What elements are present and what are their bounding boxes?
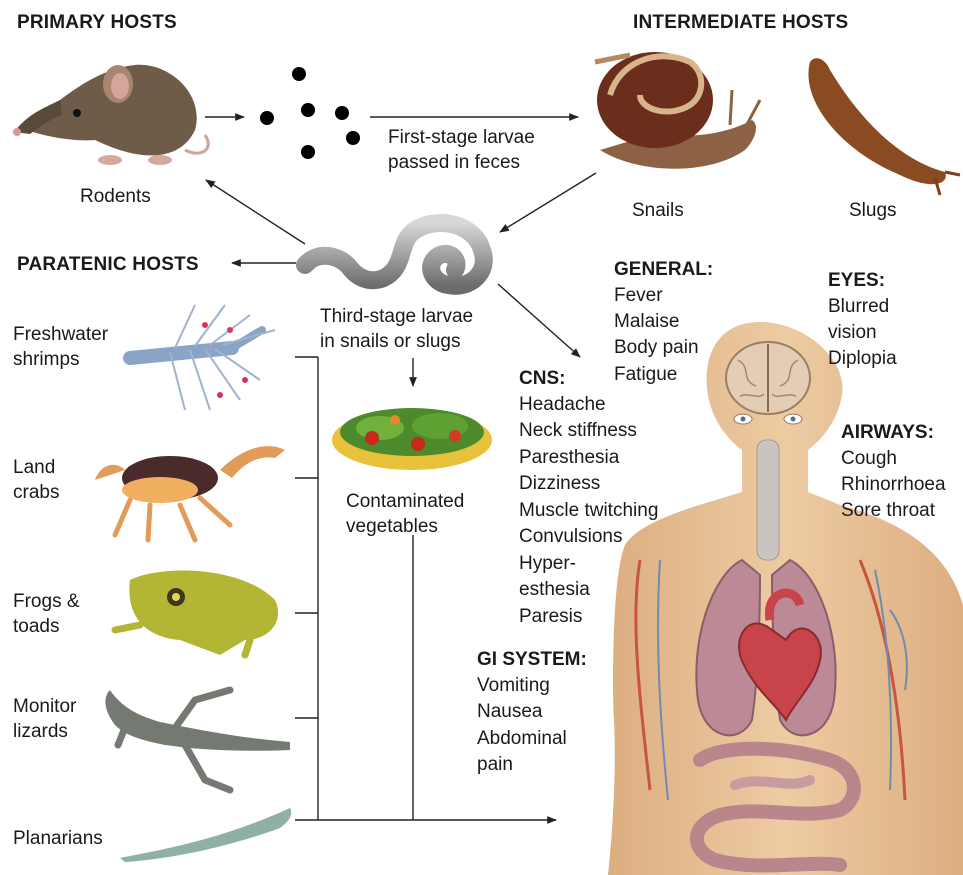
planarian-icon <box>120 808 291 862</box>
rodents-label: Rodents <box>80 184 151 209</box>
symptom-item: Rhinorrhoea <box>841 472 946 499</box>
third-stage-label-line2: in snails or slugs <box>320 329 460 354</box>
paratenic-host-label: Frogs & <box>13 589 80 614</box>
airways-symptoms-title: AIRWAYS: <box>841 420 934 446</box>
gi-symptoms-title: GI SYSTEM: <box>477 647 587 673</box>
symptom-item: Abdominal <box>477 726 567 753</box>
frog-icon <box>115 570 278 655</box>
symptom-item: Dizziness <box>519 471 600 498</box>
symptom-item: Convulsions <box>519 524 623 551</box>
first-stage-label-line2: passed in feces <box>388 150 520 175</box>
lizard-icon <box>105 690 290 790</box>
shrimp-icon <box>130 305 275 410</box>
paratenic-host-label: lizards <box>13 719 68 744</box>
contaminated-label-line1: Contaminated <box>346 489 464 514</box>
symptom-item: Cough <box>841 446 897 473</box>
paratenic-host-label: Planarians <box>13 826 103 851</box>
paratenic-host-label: Monitor <box>13 694 76 719</box>
primary-hosts-header: PRIMARY HOSTS <box>17 12 177 34</box>
rat-icon <box>13 65 208 165</box>
symptom-item: Fatigue <box>614 362 677 389</box>
trachea-icon <box>757 440 779 560</box>
crab-icon <box>95 446 285 540</box>
third-stage-label-line1: Third-stage larvae <box>320 304 473 329</box>
symptom-item: Hyper- <box>519 551 576 578</box>
symptom-item: Headache <box>519 392 606 419</box>
symptom-item: Paresthesia <box>519 445 619 472</box>
brain-icon <box>726 342 810 414</box>
symptom-item: Malaise <box>614 309 679 336</box>
paratenic-host-label: crabs <box>13 480 59 505</box>
symptom-item: Neck stiffness <box>519 418 637 445</box>
eyes-symptoms-title: EYES: <box>828 268 885 294</box>
paratenic-host-label: Freshwater <box>13 322 108 347</box>
paratenic-hosts-header: PARATENIC HOSTS <box>17 254 199 276</box>
human-body-illustration <box>608 322 963 875</box>
salad-vegetables-icon <box>332 408 492 470</box>
general-symptoms-title: GENERAL: <box>614 257 713 283</box>
cns-symptoms-title: CNS: <box>519 366 565 392</box>
slugs-label: Slugs <box>849 198 897 223</box>
intermediate-hosts-header: INTERMEDIATE HOSTS <box>633 12 848 34</box>
symptom-item: vision <box>828 320 877 347</box>
symptom-item: Nausea <box>477 699 543 726</box>
symptom-item: esthesia <box>519 577 590 604</box>
symptom-item: Muscle twitching <box>519 498 658 525</box>
symptom-item: Diplopia <box>828 346 897 373</box>
symptom-item: Paresis <box>519 604 582 631</box>
slug-icon <box>808 58 960 195</box>
symptom-item: Blurred <box>828 294 889 321</box>
symptom-item: Sore throat <box>841 498 935 525</box>
paratenic-host-label: shrimps <box>13 347 80 372</box>
paratenic-host-label: toads <box>13 614 59 639</box>
snails-label: Snails <box>632 198 684 223</box>
contaminated-label-line2: vegetables <box>346 514 438 539</box>
worm-larva-icon <box>305 223 484 286</box>
symptom-item: pain <box>477 752 513 779</box>
larvae-dots-icon <box>260 67 360 159</box>
first-stage-label-line1: First-stage larvae <box>388 125 535 150</box>
symptom-item: Fever <box>614 283 663 310</box>
snail-icon <box>595 52 760 169</box>
symptom-item: Body pain <box>614 335 699 362</box>
paratenic-host-label: Land <box>13 455 55 480</box>
symptom-item: Vomiting <box>477 673 550 700</box>
